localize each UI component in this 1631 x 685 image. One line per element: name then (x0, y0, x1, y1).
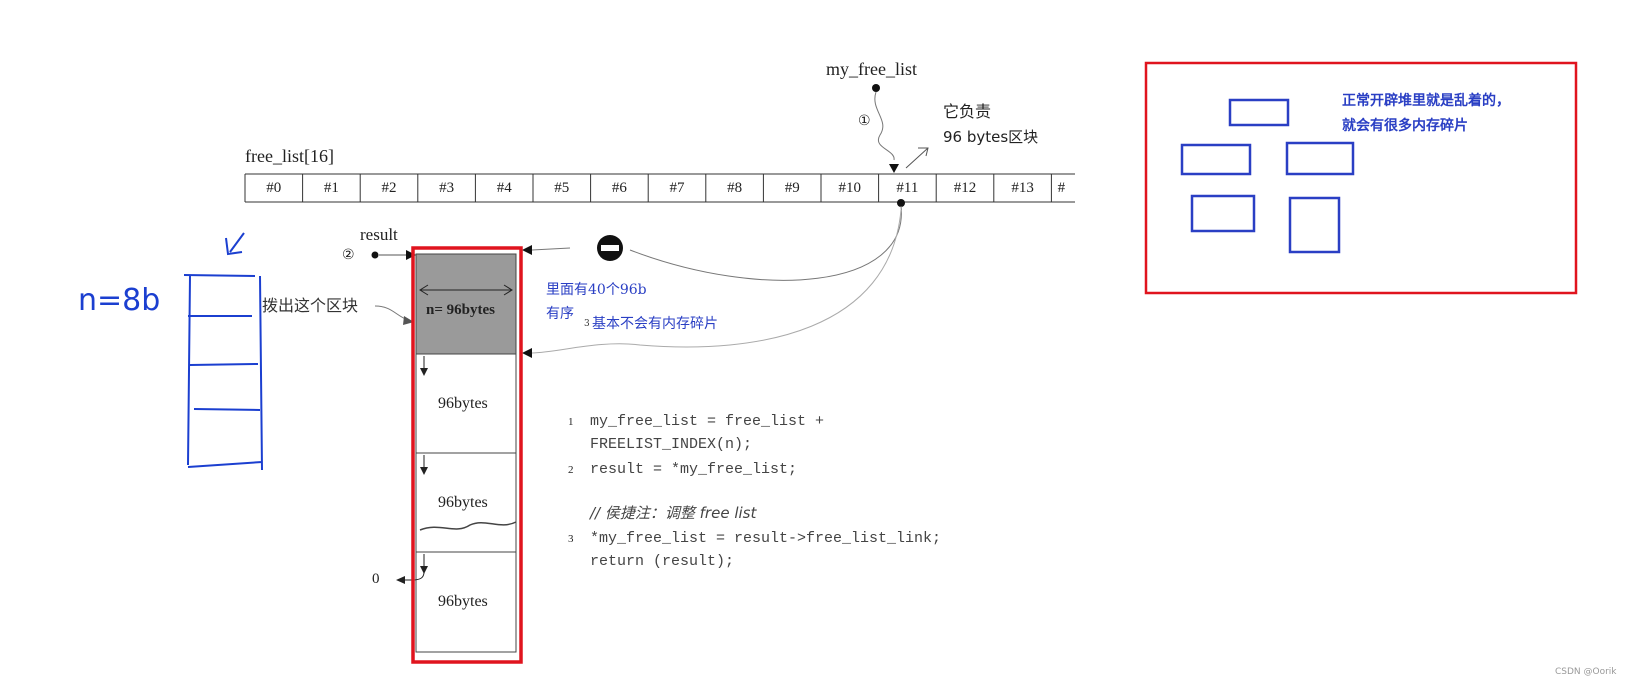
code-line-number: 1 (568, 416, 574, 428)
link-curve-new (531, 209, 902, 354)
code-line: FREELIST_INDEX(n); (590, 436, 753, 453)
code-line-number: 2 (568, 464, 574, 476)
heap-note-line2: 就会有很多内存碎片 (1342, 118, 1468, 134)
free-list-cell: #10 (838, 180, 862, 196)
hand-size-label: n=8b (78, 283, 161, 318)
next-ptr-3-head (420, 566, 428, 574)
hand-arrow-head (225, 237, 243, 256)
free-list-cell: # (1057, 180, 1066, 196)
size-arrow-right (503, 284, 513, 296)
free-list-cell: #13 (1011, 180, 1034, 196)
responsible-arrow (905, 147, 929, 169)
block-label-4: 96bytes (438, 593, 488, 610)
heap-block-3 (1285, 141, 1355, 176)
heap-box (1144, 61, 1578, 295)
free-list-cell: #3 (439, 180, 455, 196)
free-list-cell: #11 (896, 180, 919, 196)
hand-list-drawing (183, 274, 263, 471)
heap-block-4 (1190, 194, 1256, 233)
note-inside: 里面有40个96b (546, 282, 647, 298)
free-list-cell: #4 (496, 180, 512, 196)
responsible-arrowhead (918, 147, 929, 157)
link-new-arrowhead (522, 348, 532, 358)
block-first-shade (415, 253, 517, 355)
block-label-3: 96bytes (438, 494, 488, 511)
free-list-label: free_list[16] (245, 146, 334, 166)
step3-marker: 3 (584, 319, 590, 329)
free-list-row (244, 173, 1075, 203)
pointer-line (874, 91, 895, 161)
free-list-cell: #6 (611, 180, 627, 196)
responsible-line2: 96 bytes区块 (943, 128, 1039, 146)
code-line: return (result); (590, 553, 735, 570)
free-list-cell: #9 (784, 180, 800, 196)
free-list-cell: #0 (266, 180, 282, 196)
free-list-cell: #7 (669, 180, 685, 196)
free-list-cell: #12 (953, 180, 977, 196)
note-ordered: 有序 (546, 306, 574, 322)
result-dot (371, 251, 379, 259)
heap-block-1 (1228, 98, 1290, 127)
code-line: my_free_list = free_list + (590, 413, 825, 430)
pull-out-line (374, 305, 409, 321)
code-line: // 侯捷注：调整 free list (590, 504, 757, 522)
link-dot (897, 199, 905, 207)
pointer-dot (872, 84, 880, 92)
step2-marker: ② (342, 247, 355, 263)
note-no-fragment: 基本不会有内存碎片 (592, 316, 718, 332)
break-symbol-bar (601, 245, 619, 251)
my-free-list-label: my_free_list (826, 59, 917, 79)
free-list-cell: #8 (727, 180, 743, 196)
responsible-line1: 它负责 (943, 102, 992, 121)
block-first-label: n= 96bytes (426, 302, 495, 318)
link-arrowhead (522, 245, 532, 255)
link-curve-top (629, 205, 902, 281)
size-arrow-left (419, 284, 429, 296)
blocks-highlight (411, 246, 523, 664)
free-list-cell: #1 (323, 180, 339, 196)
block-jagged-edge (419, 521, 517, 531)
next-ptr-1-head (420, 368, 428, 376)
step1-marker: ① (858, 113, 871, 129)
pointer-arrowhead (889, 164, 899, 173)
free-list-cell: #2 (381, 180, 397, 196)
result-label: result (360, 225, 398, 244)
block-label-2: 96bytes (438, 395, 488, 412)
result-arrowhead (406, 250, 416, 260)
watermark: CSDN @Oorik (1555, 667, 1617, 677)
code-line: result = *my_free_list; (590, 461, 798, 478)
heap-block-2 (1180, 143, 1252, 176)
null-ptr-head (396, 576, 405, 584)
pull-out-label: 拨出这个区块 (262, 296, 359, 315)
hand-arrow (229, 232, 245, 253)
link-to-block (531, 247, 571, 251)
null-label: 0 (372, 571, 380, 587)
heap-block-5 (1288, 196, 1341, 254)
code-line-number: 3 (568, 533, 574, 545)
code-line: *my_free_list = result->free_list_link; (590, 530, 942, 547)
heap-note-line1: 正常开辟堆里就是乱着的， (1342, 93, 1510, 109)
next-ptr-2-head (420, 467, 428, 475)
free-list-cell: #5 (554, 180, 570, 196)
